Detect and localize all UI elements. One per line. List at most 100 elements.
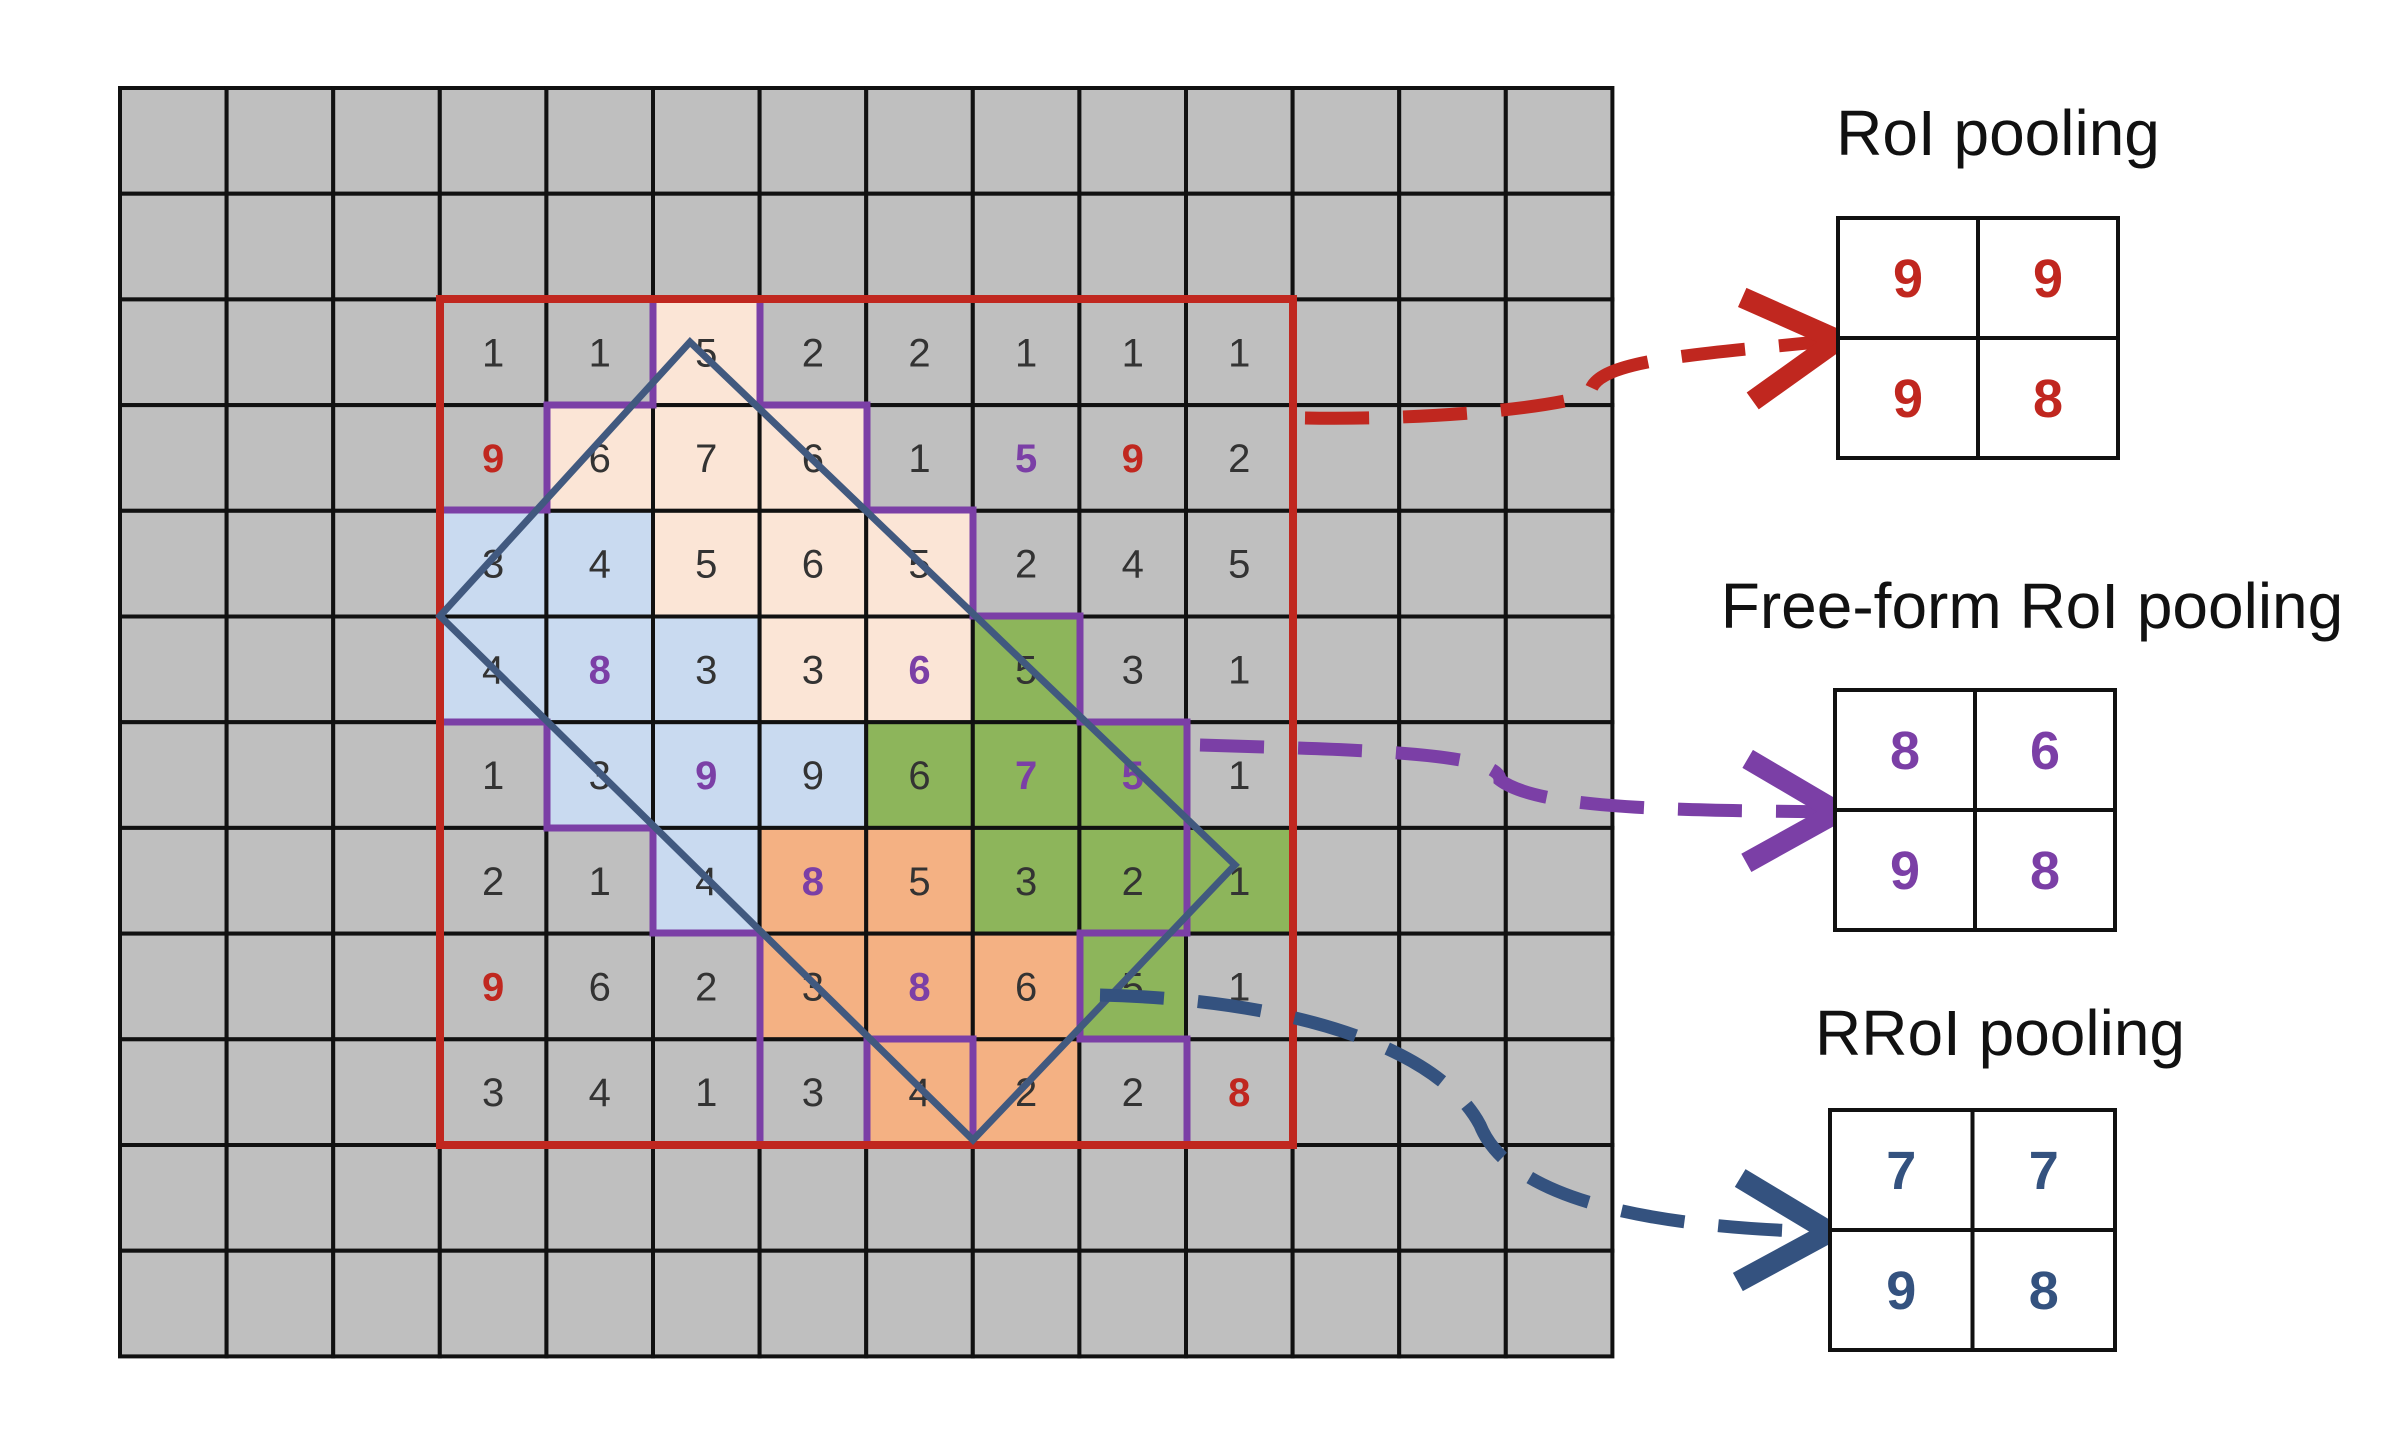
roi-cell	[1077, 825, 1189, 936]
feature-map-cell	[1397, 508, 1508, 619]
cell-value: 3	[802, 1071, 824, 1115]
feature-map-cell	[1503, 86, 1615, 196]
rroi-pooling-title: RRoI pooling	[1815, 997, 2185, 1069]
output-value: 9	[1886, 1261, 1916, 1321]
roi-cell	[544, 931, 656, 1042]
cell-value: 2	[802, 331, 824, 375]
feature-map-cell	[331, 614, 442, 725]
feature-map-cell	[1290, 86, 1402, 196]
feature-map-cell	[118, 403, 229, 513]
roi-arrow	[1304, 287, 1859, 425]
feature-map-cell	[544, 1143, 656, 1253]
output-cell	[1976, 336, 2120, 460]
feature-map-cell	[970, 1143, 1082, 1253]
feature-map-cell	[651, 191, 762, 302]
feature-map-cell	[1503, 403, 1615, 513]
feature-map-cell	[1290, 1248, 1402, 1359]
roi-cell	[1077, 1037, 1189, 1148]
feature-map-cell	[118, 825, 229, 936]
feature-map-cell	[1290, 508, 1402, 619]
output-value: 9	[1890, 841, 1920, 901]
rroi-arrow	[1099, 988, 1851, 1292]
cell-value: 5	[695, 543, 717, 587]
output-value: 9	[1893, 249, 1923, 309]
cell-value: 9	[482, 437, 504, 481]
cell-value: 7	[1015, 754, 1037, 798]
cell-value: 1	[589, 331, 611, 375]
cell-value: 9	[695, 754, 717, 798]
output-cell	[1828, 1108, 1975, 1232]
feature-map-cell	[118, 508, 229, 619]
output-value: 8	[2029, 1261, 2059, 1321]
feature-map-cell	[224, 191, 336, 302]
feature-map-cell	[1503, 825, 1615, 936]
feature-map-cell	[224, 825, 336, 936]
feature-map-cell	[1184, 86, 1295, 196]
feature-map-cell	[224, 403, 336, 513]
feature-map-cell	[437, 1143, 549, 1253]
feature-map-cell	[118, 1248, 229, 1359]
feature-map-cell	[1503, 508, 1615, 619]
feature-map-cell	[224, 297, 336, 408]
cell-value: 3	[695, 648, 717, 692]
output-value: 9	[1893, 369, 1923, 429]
cell-value: 1	[1228, 648, 1250, 692]
feature-map-cell	[1290, 1037, 1402, 1148]
cell-value: 7	[695, 437, 717, 481]
cell-value: 5	[1228, 543, 1250, 587]
cell-value: 1	[1015, 331, 1037, 375]
cell-value: 1	[695, 1071, 717, 1115]
feature-map-cell	[1397, 931, 1508, 1042]
cell-value: 3	[1122, 648, 1144, 692]
output-cell	[1973, 688, 2117, 812]
cell-value: 8	[589, 648, 611, 692]
output-value: 8	[2030, 841, 2060, 901]
feature-map-grid	[118, 86, 1615, 1359]
feature-map-cell	[544, 86, 656, 196]
feature-map-cell	[1077, 86, 1189, 196]
feature-map-cell	[331, 191, 442, 302]
feature-map-cell	[1290, 297, 1402, 408]
roi-cell	[970, 825, 1082, 936]
feature-map-cell	[1077, 1143, 1189, 1253]
feature-map-cell	[1503, 931, 1615, 1042]
feature-map-cell	[224, 1248, 336, 1359]
cell-value: 9	[1122, 437, 1144, 481]
feature-map-cell	[118, 931, 229, 1042]
feature-map-cell	[437, 191, 549, 302]
feature-map-cell	[1290, 191, 1402, 302]
roi-cell	[544, 614, 656, 725]
cell-value: 5	[1015, 437, 1037, 481]
feature-map-cell	[1397, 1143, 1508, 1253]
cell-value: 8	[908, 965, 930, 1009]
roi-cell	[864, 825, 975, 936]
feature-map-cell	[118, 614, 229, 725]
cell-value: 2	[1228, 437, 1250, 481]
cell-value: 1	[482, 754, 504, 798]
feature-map-cell	[224, 720, 336, 830]
roi-cell	[1184, 508, 1295, 619]
cell-value: 6	[908, 648, 930, 692]
cell-value: 9	[802, 754, 824, 798]
feature-map-cell	[331, 508, 442, 619]
cell-value: 8	[802, 860, 824, 904]
free-form-arrow	[1199, 738, 1859, 872]
output-value: 7	[2029, 1141, 2059, 1201]
roi-cell	[1184, 403, 1295, 513]
cell-value: 4	[589, 543, 611, 587]
feature-map-cell	[651, 1143, 762, 1253]
feature-map-cell	[1290, 614, 1402, 725]
roi-cell	[651, 403, 762, 513]
feature-map-cell	[1290, 1143, 1402, 1253]
feature-map-cell	[1503, 191, 1615, 302]
feature-map-cell	[651, 86, 762, 196]
feature-map-cell	[757, 1248, 869, 1359]
feature-map-cell	[864, 191, 975, 302]
feature-map-cell	[1397, 86, 1508, 196]
output-cell	[1970, 1108, 2117, 1232]
output-value: 6	[2030, 721, 2060, 781]
roi-cell	[1077, 931, 1189, 1042]
